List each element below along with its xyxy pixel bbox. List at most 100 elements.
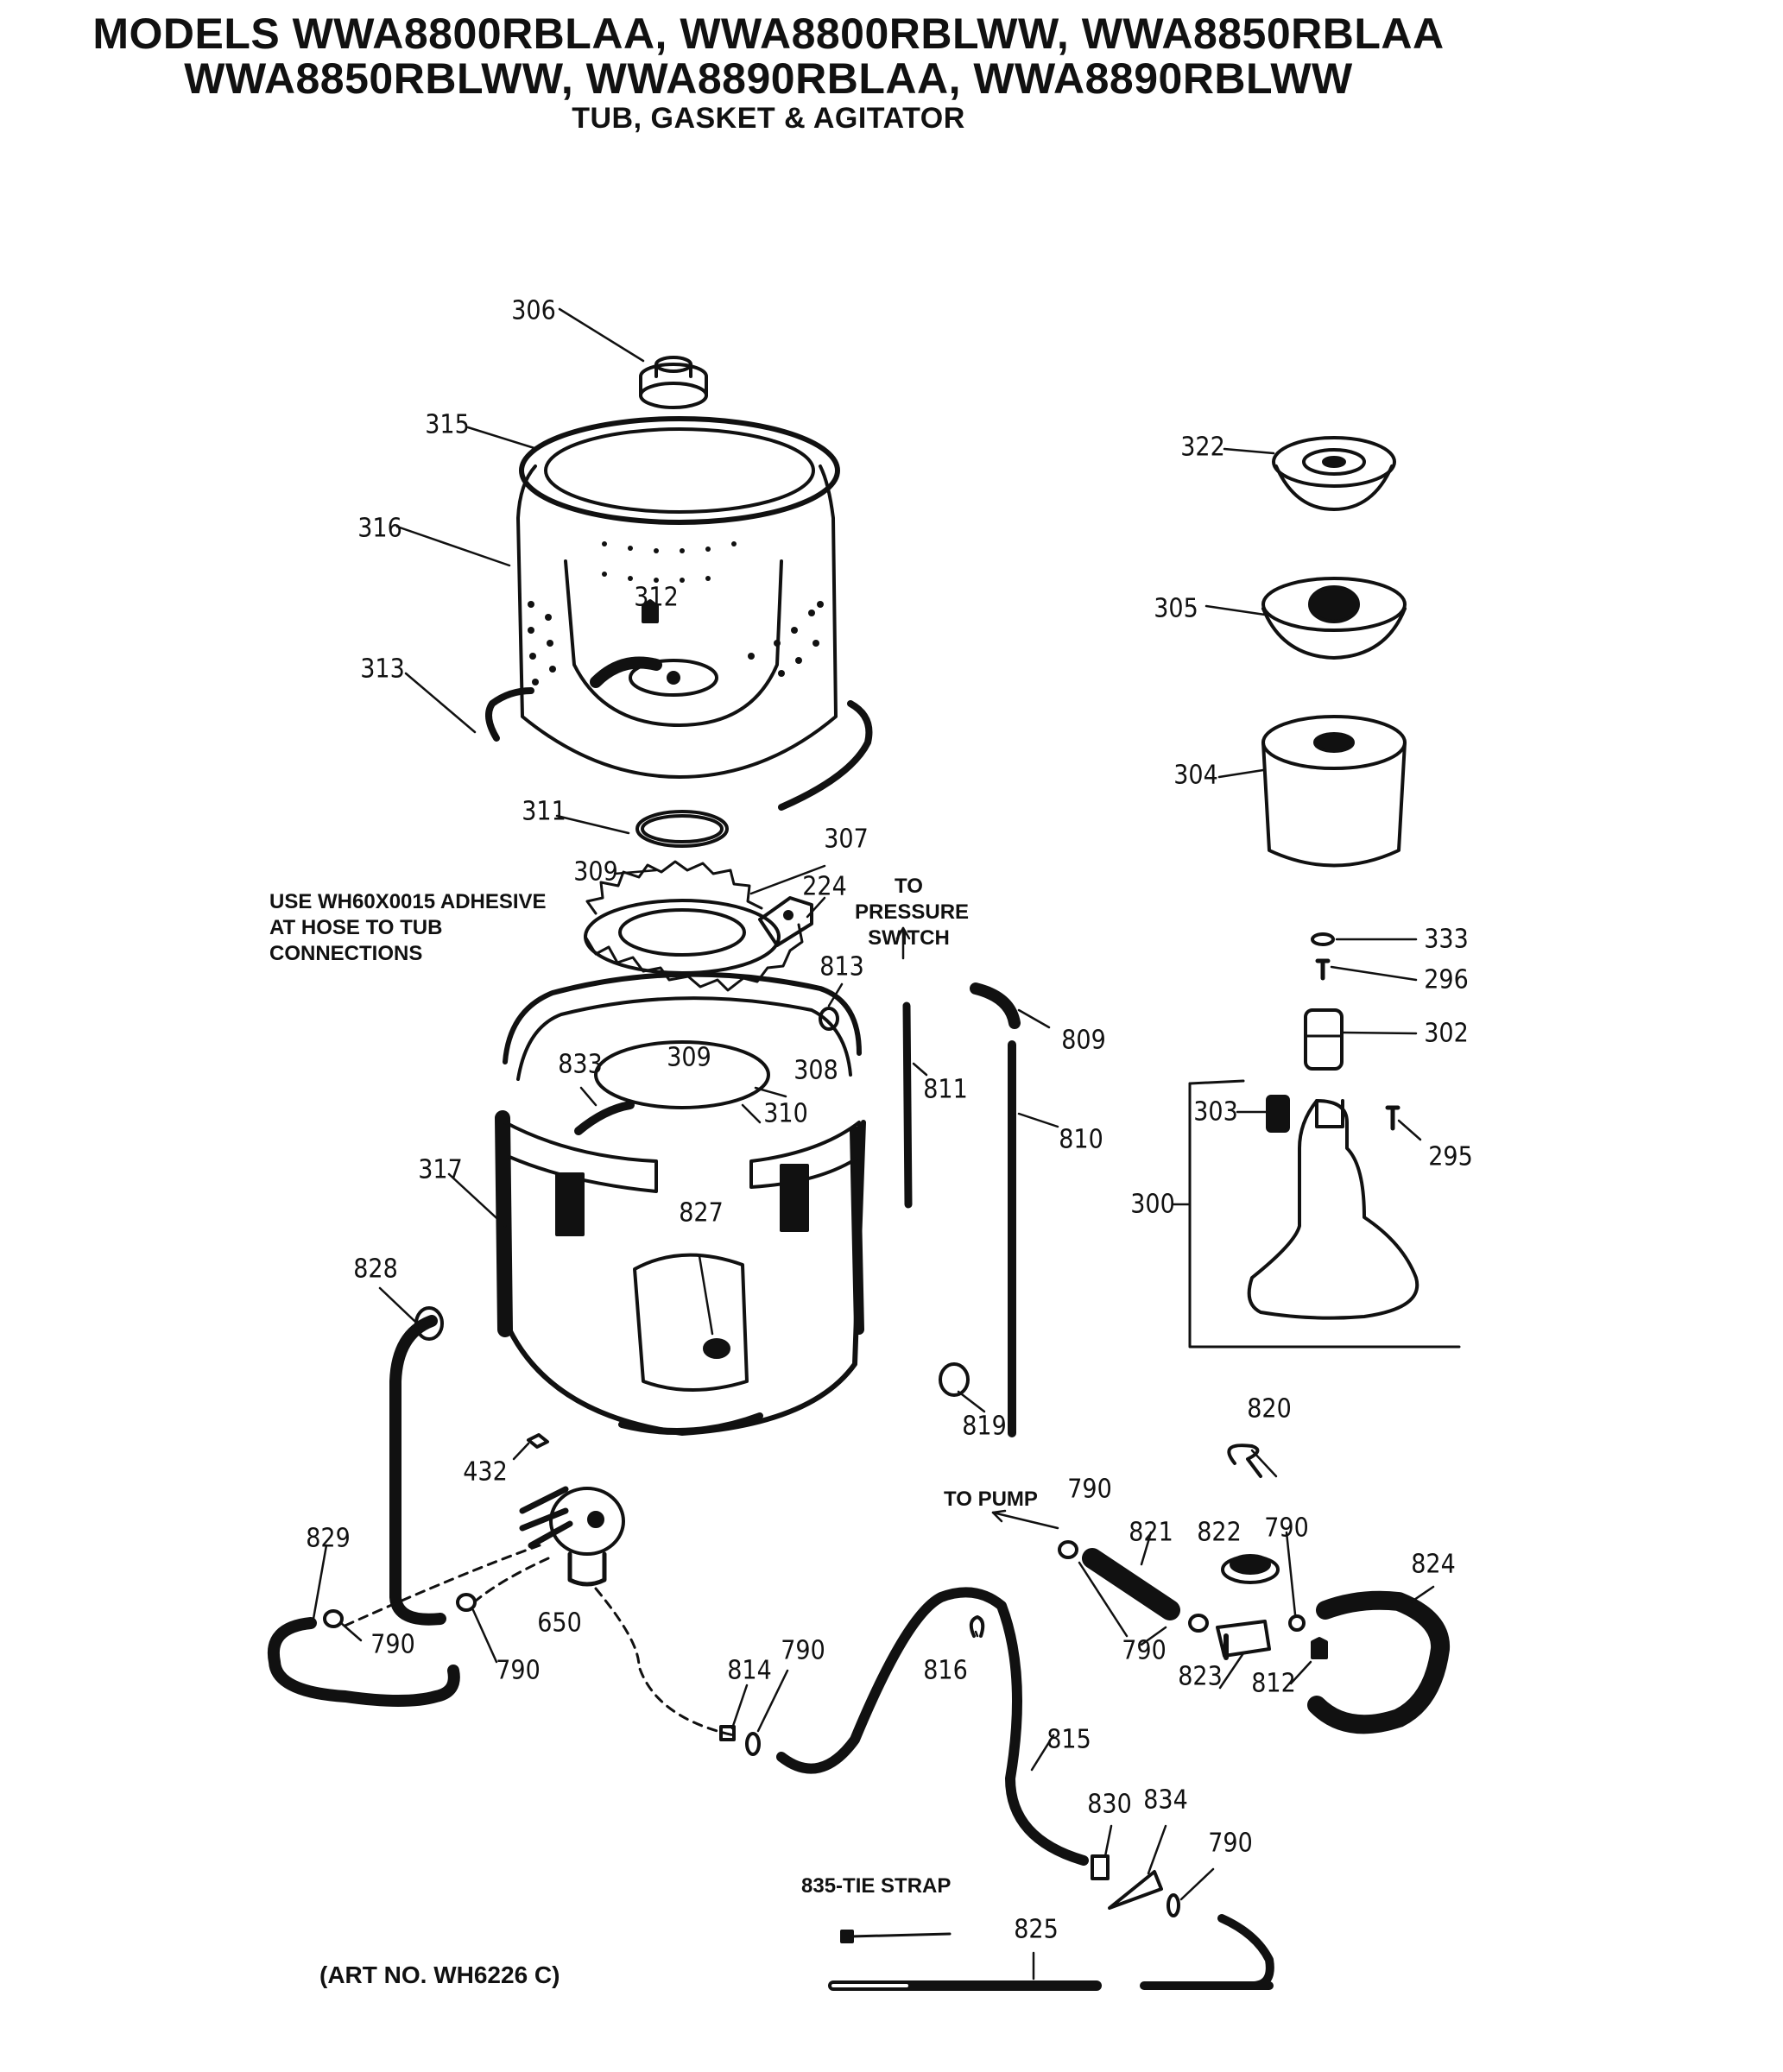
part-label-315: 315 [425,409,470,440]
part-300-agitator [1247,1099,1419,1320]
part-306-cap [639,356,708,409]
part-label-811: 811 [923,1074,968,1105]
dashed-hose-links [339,1544,736,1737]
part-label-432: 432 [463,1456,508,1488]
part-322-cap [1272,436,1396,511]
part-813-grommet [819,1007,839,1031]
part-790-clamp-c [745,1732,761,1756]
part-label-302: 302 [1424,1018,1469,1049]
part-815-drain-hose [776,1587,1089,1866]
part-label-313: 313 [360,654,405,685]
part-label-825: 825 [1014,1914,1059,1945]
part-label-312: 312 [634,582,679,613]
part-label-304: 304 [1173,760,1218,791]
part-label-305: 305 [1154,593,1198,624]
part-label-809: 809 [1061,1025,1106,1056]
part-830-coupling [1091,1854,1110,1880]
to-pressure-switch-note: TO PRESSURE SWITCH [855,875,970,950]
part-label-790a: 790 [370,1629,415,1660]
part-label-823: 823 [1178,1661,1223,1692]
part-label-790e: 790 [1264,1513,1309,1544]
part-302-cap [1304,1008,1344,1071]
part-label-307: 307 [824,824,869,855]
part-label-322: 322 [1180,432,1225,463]
part-label-309a: 309 [573,856,618,888]
part-816-clip [969,1615,985,1638]
part-label-813: 813 [819,951,864,982]
part-label-790g: 790 [1208,1828,1253,1859]
part-label-833: 833 [558,1049,603,1080]
part-label-834: 834 [1143,1785,1188,1816]
part-label-821: 821 [1129,1517,1173,1548]
part-label-815: 815 [1046,1724,1091,1755]
subtitle: TUB, GASKET & AGITATOR [572,102,965,135]
part-303-nut [1266,1095,1290,1133]
part-label-316: 316 [357,513,402,544]
part-821-hose [1082,1548,1180,1620]
part-316-basket [516,416,840,779]
part-333-ring [1311,932,1335,946]
part-label-790c: 790 [781,1635,825,1666]
part-833-tube [574,1101,635,1135]
part-label-812: 812 [1251,1668,1296,1699]
part-label-814: 814 [727,1655,772,1686]
part-label-317: 317 [418,1154,463,1185]
part-224-bracket [758,896,813,947]
part-label-829: 829 [306,1523,351,1554]
part-label-310: 310 [763,1098,808,1129]
part-313-hose [485,687,873,811]
part-label-309b: 309 [667,1042,711,1073]
clamps-790 [323,1540,1306,1917]
part-295-screw [1385,1105,1400,1131]
part-296-screw [1315,958,1331,981]
part-label-303: 303 [1193,1096,1238,1128]
part-819-plug [939,1362,970,1397]
part-label-830: 830 [1087,1789,1132,1820]
part-label-819: 819 [962,1411,1007,1442]
agitator-box [1188,1079,1461,1349]
part-label-224: 224 [802,871,847,902]
part-label-300: 300 [1130,1189,1175,1220]
adhesive-note: USE WH60X0015 ADHESIVE AT HOSE TO TUB CO… [269,890,547,965]
part-814-fitting [719,1725,736,1741]
part-label-828: 828 [353,1254,398,1285]
part-809-elbow [970,982,1021,1029]
part-label-790f: 790 [1122,1635,1167,1666]
part-label-650: 650 [537,1608,582,1639]
part-823-tee [1216,1620,1271,1660]
part-label-311: 311 [522,796,566,827]
part-834-filter [1108,1870,1163,1910]
part-label-824: 824 [1411,1549,1456,1580]
part-305-cap [1261,577,1407,660]
tie-strap-note: 835-TIE STRAP [801,1874,952,1898]
part-label-306: 306 [511,295,556,326]
part-label-827: 827 [679,1197,724,1229]
part-label-790b: 790 [496,1655,541,1686]
part-label-820: 820 [1247,1393,1292,1424]
title-line-1: MODELS WWA8800RBLAA, WWA8800RBLWW, WWA88… [92,9,1445,58]
part-811-tube [902,1001,913,1209]
art-number: (ART NO. WH6226 C) [319,1961,560,1988]
part-822-cap [1221,1554,1280,1584]
title-line-2: WWA8850RBLWW, WWA8890RBLAA, WWA8890RBLWW [184,54,1353,103]
part-label-333: 333 [1424,924,1469,955]
part-824-hose [1307,1590,1451,1734]
drain-hose-end [1140,1914,1274,1990]
to-pump-note: TO PUMP [944,1488,1038,1511]
part-835-tie-strap [840,1930,952,1943]
part-304-cup [1261,715,1407,868]
part-label-816: 816 [923,1655,968,1686]
part-label-822: 822 [1197,1517,1242,1548]
part-650-pump [519,1486,625,1587]
part-812-cap [1311,1637,1328,1659]
part-label-308: 308 [793,1055,838,1086]
part-829-hose [267,1617,460,1707]
part-label-810: 810 [1059,1124,1103,1155]
part-828-hose [389,1306,446,1626]
part-432-clip [527,1433,549,1449]
part-820-clip [1227,1443,1262,1478]
leader-lines [312,307,1435,1980]
part-label-295: 295 [1428,1141,1473,1172]
part-label-790d: 790 [1067,1474,1112,1505]
